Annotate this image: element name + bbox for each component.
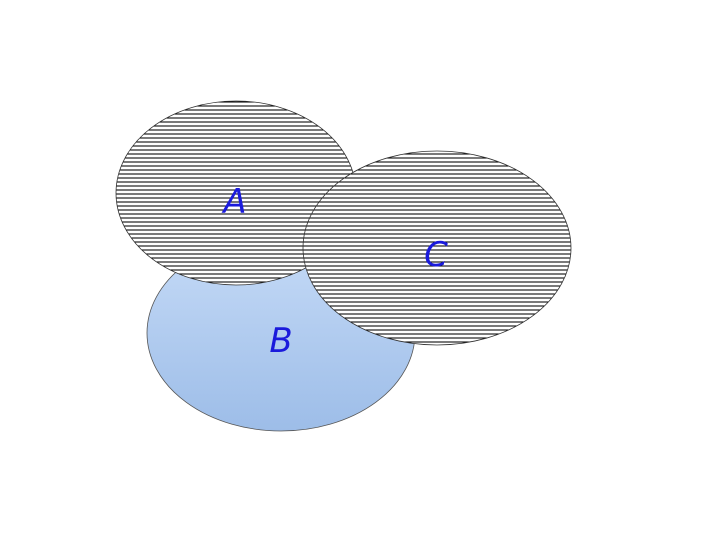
- set-c-ellipse: [302, 150, 572, 346]
- set-c-label: C: [424, 235, 448, 275]
- set-a-label: A: [221, 182, 246, 222]
- set-b-label: B: [269, 321, 292, 361]
